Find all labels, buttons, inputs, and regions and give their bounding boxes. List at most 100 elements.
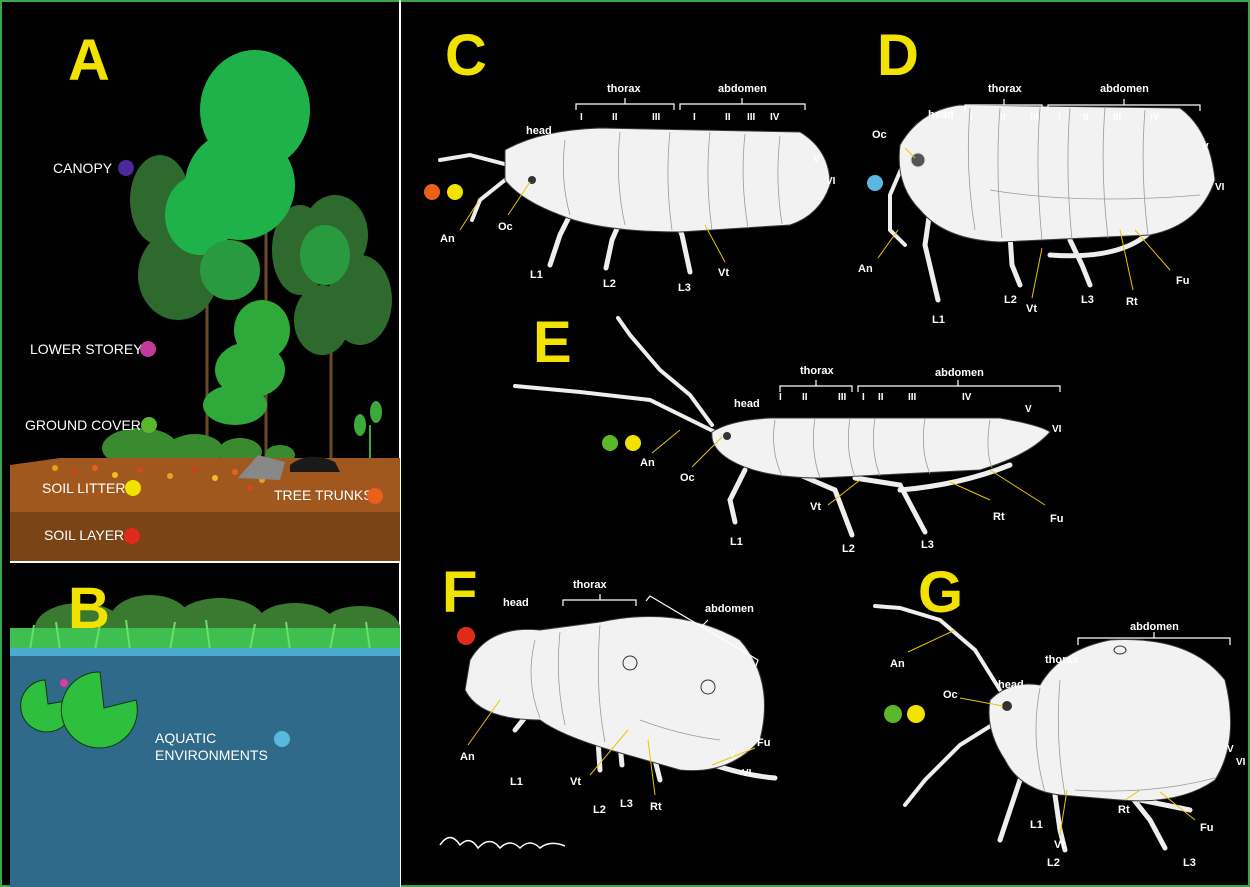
label-thorax: thorax [800, 365, 835, 377]
segment-label: VI [826, 176, 836, 187]
water [10, 650, 400, 887]
habitat-dot-lower-storey [140, 341, 156, 357]
segment-label: V [1227, 744, 1234, 755]
label-abdomen: abdomen [1130, 621, 1179, 633]
label-head: head [503, 597, 529, 609]
label-rt: Rt [1126, 296, 1138, 308]
label-l3: L3 [620, 798, 633, 810]
habitat-dot-soil-litter [907, 705, 925, 723]
segment-label: V [1202, 142, 1209, 153]
habitat-dot-tree-trunks [424, 184, 440, 200]
label-fu: Fu [1176, 275, 1189, 287]
habitat-dot-soil-litter [125, 480, 141, 496]
segment-label: III [652, 112, 661, 123]
segment-label: I [693, 112, 696, 123]
label-abdomen: abdomen [718, 83, 767, 95]
seedling-leaf [370, 401, 382, 423]
habitat-dot-ground-cover [884, 705, 902, 723]
label-an: An [640, 457, 655, 469]
segment-label: I [580, 112, 583, 123]
lily-flower [60, 679, 68, 687]
label-vt: Vt [1054, 839, 1065, 851]
habitat-label-lower-storey: LOWER STOREY [30, 341, 143, 357]
label-l3: L3 [678, 282, 691, 294]
label-abdomen: abdomen [935, 367, 984, 379]
habitat-label-aquatic-1: AQUATIC [155, 730, 216, 746]
habitat-dot-soil-layer [457, 627, 475, 645]
label-head: head [734, 398, 760, 410]
segment-label: V [1025, 404, 1032, 415]
panel-label-c: C [445, 23, 487, 88]
label-thorax: thorax [1045, 654, 1080, 666]
habitat-dot-ground-cover [602, 435, 618, 451]
label-head: head [998, 679, 1024, 691]
segment-label: V [729, 749, 736, 760]
label-head: head [526, 125, 552, 137]
label-oc: Oc [498, 221, 513, 233]
label-rt: Rt [650, 801, 662, 813]
label-l1: L1 [1030, 819, 1043, 831]
label-l3: L3 [1183, 857, 1196, 869]
label-l2: L2 [1047, 857, 1060, 869]
segment-label: III [1113, 112, 1122, 123]
habitat-dot-soil-layer [124, 528, 140, 544]
label-l1: L1 [730, 536, 743, 548]
ocelli [723, 432, 731, 440]
habitat-dot-aquatic [867, 175, 883, 191]
panel-label-e: E [533, 310, 572, 375]
label-an: An [890, 658, 905, 670]
label-an: An [858, 263, 873, 275]
segment-label: VI [1215, 182, 1225, 193]
habitat-label-aquatic-2: ENVIRONMENTS [155, 747, 268, 763]
label-vt: Vt [810, 501, 821, 513]
label-l3: L3 [921, 539, 934, 551]
habitat-dot-ground-cover [141, 417, 157, 433]
segment-label: II [725, 112, 731, 123]
habitat-label-soil-layer: SOIL LAYER [44, 527, 124, 543]
ocelli [1002, 701, 1012, 711]
label-l1: L1 [510, 776, 523, 788]
habitat-dot-soil-litter [625, 435, 641, 451]
waterline [10, 648, 400, 656]
segment-label: IV [770, 112, 780, 123]
habitat-label-canopy: CANOPY [53, 160, 113, 176]
label-rt: Rt [1118, 804, 1130, 816]
label-l3: L3 [1081, 294, 1094, 306]
label-vt: Vt [570, 776, 581, 788]
segment-label: II [802, 392, 808, 403]
panel-label-f: F [442, 560, 477, 625]
habitat-label-soil-litter: SOIL LITTER [42, 480, 126, 496]
segment-label: I [1058, 112, 1061, 123]
label-thorax: thorax [988, 83, 1023, 95]
segment-label: II [878, 392, 884, 403]
segment-label: VI [1052, 424, 1062, 435]
label-head: head [928, 109, 954, 121]
panel-label-a: A [68, 28, 110, 93]
segment-label: III [908, 392, 917, 403]
habitat-dot-canopy [118, 160, 134, 176]
panel-label-b: B [68, 576, 110, 641]
label-l2: L2 [842, 543, 855, 555]
label-l2: L2 [603, 278, 616, 290]
label-an: An [440, 233, 455, 245]
segment-label: V [813, 154, 820, 165]
segment-label: IV [1150, 112, 1160, 123]
segment-label: III [1030, 112, 1039, 123]
body-d [899, 105, 1215, 242]
panel-label-d: D [877, 23, 919, 88]
panel-b: B AQUATIC ENVIRONMENTS [10, 576, 400, 887]
label-fu: Fu [757, 737, 770, 749]
label-l2: L2 [593, 804, 606, 816]
label-oc: Oc [680, 472, 695, 484]
segment-label: VI [1236, 757, 1246, 768]
seedling-leaf [354, 414, 366, 436]
label-an: An [460, 751, 475, 763]
segment-label: IV [962, 392, 972, 403]
segment-label: I [970, 112, 973, 123]
habitat-dot-aquatic [274, 731, 290, 747]
label-fu: Fu [1050, 513, 1063, 525]
segment-label: I [862, 392, 865, 403]
habitat-label-ground-cover: GROUND COVER [25, 417, 141, 433]
segment-label: II [1083, 112, 1089, 123]
